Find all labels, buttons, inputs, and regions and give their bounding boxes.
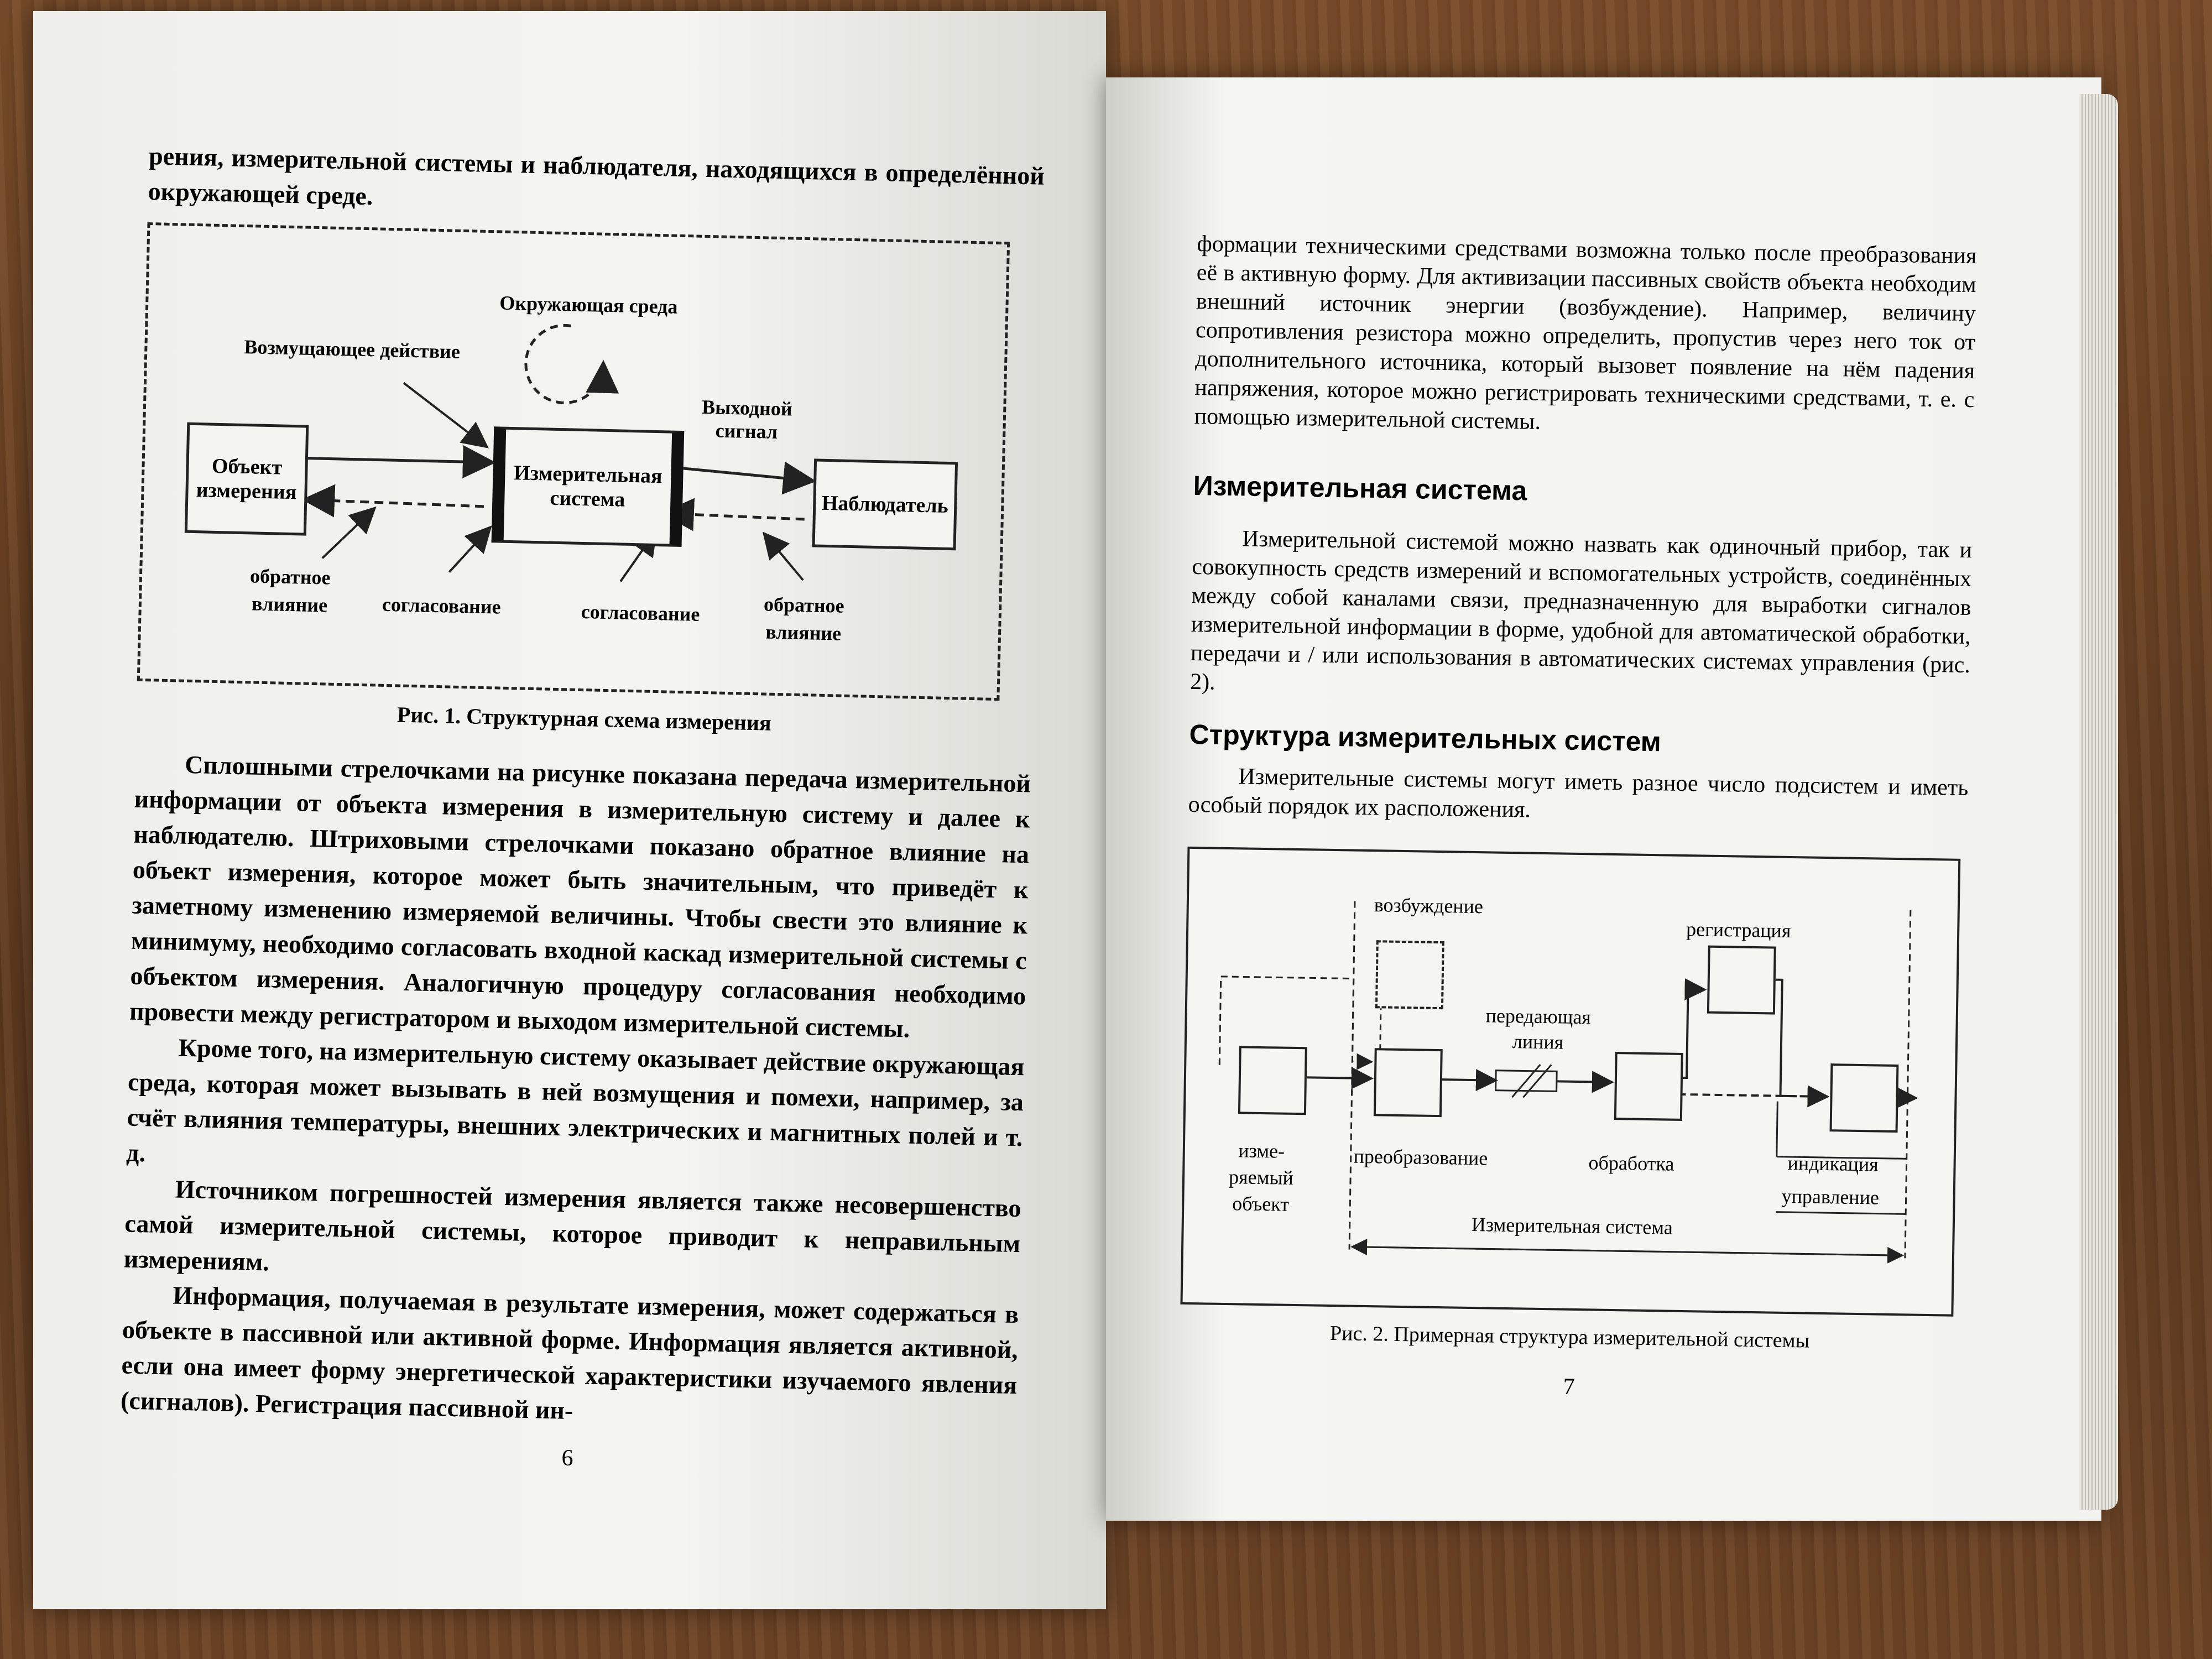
- left-page: [33, 11, 1106, 1609]
- control-label: управление: [1781, 1185, 1880, 1209]
- disturbance-label: Возмущающее действие: [244, 335, 461, 363]
- excitation-label: возбуждение: [1374, 894, 1484, 918]
- figure-2-lines: [1218, 901, 1918, 1264]
- figure-1-arrows: [301, 324, 817, 582]
- left-paragraph-1: Сплошными стрелочками на рисунке показан…: [129, 750, 1031, 1043]
- figure-2-caption: Рис. 2. Примерная структура измерительно…: [1329, 1322, 1810, 1353]
- right-intro: формации техническими средствами возможн…: [1194, 231, 1977, 435]
- indication-label: индикация: [1787, 1151, 1879, 1176]
- heading-measuring-system: Измерительная система: [1193, 469, 1527, 507]
- figure-1-caption: Рис. 1. Структурная схема измерения: [397, 702, 772, 735]
- left-paragraph-2: Кроме того, на измерительную систему ока…: [126, 1033, 1025, 1167]
- left-page-content: рения, измерительной системы и наблюдате…: [119, 138, 1045, 1481]
- right-paragraph-1: Измерительной системой можно назвать как…: [1190, 526, 1973, 695]
- processing-label: обработка: [1588, 1151, 1674, 1175]
- matching-left-label: согласование: [382, 593, 502, 618]
- matching-right-label: согласование: [581, 600, 700, 625]
- figure-1: Окружающая среда Возмущающее действие Об…: [137, 222, 1010, 701]
- indication-box: [1829, 1063, 1899, 1133]
- page-edges: [2079, 94, 2118, 1510]
- processing-box: [1614, 1052, 1683, 1121]
- conversion-box: [1373, 1048, 1443, 1118]
- registration-label: регистрация: [1686, 918, 1791, 942]
- environment-label: Окружающая среда: [499, 291, 678, 318]
- object-box-2: [1238, 1046, 1307, 1115]
- measuring-system-label: Измерительная система: [1471, 1213, 1673, 1239]
- excitation-box: [1375, 940, 1444, 1010]
- right-page-content: формации техническими средствами возможн…: [1179, 229, 1977, 1406]
- heading-structure: Структура измерительных систем: [1189, 718, 1662, 758]
- left-paragraph-3: Источником погрешностей измерения являет…: [123, 1175, 1022, 1276]
- conversion-label: преобразование: [1353, 1145, 1488, 1170]
- left-paragraph-4: Информация, получаемая в результате изме…: [120, 1281, 1019, 1425]
- registration-box: [1707, 945, 1776, 1015]
- observer-box: Наблюдатель: [812, 458, 958, 551]
- right-paragraph-2: Измерительные системы могут иметь разное…: [1188, 764, 1969, 823]
